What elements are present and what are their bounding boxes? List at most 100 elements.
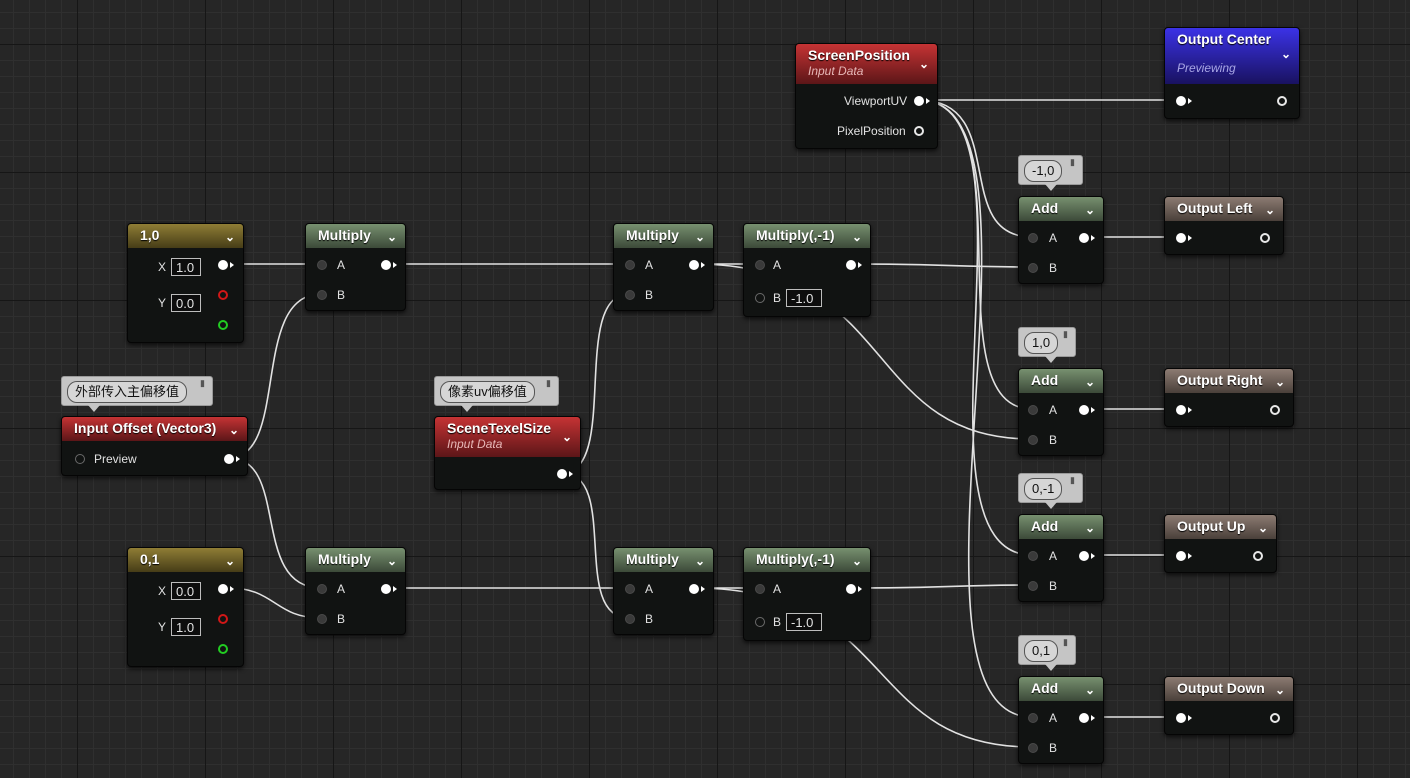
node-header[interactable]: Output Left ⌄ bbox=[1165, 197, 1283, 221]
node-header[interactable]: Multiply ⌄ bbox=[614, 548, 713, 572]
output-pin[interactable] bbox=[1277, 96, 1287, 106]
node-header[interactable]: SceneTexelSize Input Data ⌄ bbox=[435, 417, 580, 457]
output-pin[interactable] bbox=[846, 260, 856, 270]
chevron-down-icon[interactable]: ⌄ bbox=[224, 230, 235, 244]
comment-bubble[interactable]: 0,-1 ▮ bbox=[1018, 473, 1083, 509]
input-pin-b[interactable] bbox=[755, 617, 765, 627]
node-header[interactable]: 1,0 ⌄ bbox=[128, 224, 243, 248]
node-header[interactable]: Output Center Previewing ⌄ bbox=[1165, 28, 1299, 84]
chevron-down-icon[interactable]: ⌄ bbox=[386, 554, 397, 568]
constant2vector-node-0-1[interactable]: 0,1 ⌄ X 0.0 Y 1.0 bbox=[127, 547, 244, 667]
multiply-node[interactable]: Multiply ⌄ A B bbox=[305, 547, 406, 635]
y-value-field[interactable]: 0.0 bbox=[171, 294, 201, 312]
output-pin-g[interactable] bbox=[218, 644, 228, 654]
output-pin[interactable] bbox=[381, 584, 391, 594]
chevron-down-icon[interactable]: ⌄ bbox=[1264, 203, 1275, 217]
input-pin-a[interactable] bbox=[317, 584, 327, 594]
output-pin[interactable] bbox=[1079, 405, 1089, 415]
input-pin-a[interactable] bbox=[317, 260, 327, 270]
output-pin-g[interactable] bbox=[218, 320, 228, 330]
node-header[interactable]: Add ⌄ bbox=[1019, 677, 1103, 701]
x-value-field[interactable]: 0.0 bbox=[171, 582, 201, 600]
output-pin[interactable] bbox=[557, 469, 567, 479]
node-header[interactable]: Add ⌄ bbox=[1019, 197, 1103, 221]
pin-icon[interactable]: ▮ bbox=[1070, 157, 1075, 167]
y-value-field[interactable]: 1.0 bbox=[171, 618, 201, 636]
chevron-down-icon[interactable]: ⌄ bbox=[1274, 683, 1285, 697]
chevron-down-icon[interactable]: ⌄ bbox=[1274, 375, 1285, 389]
add-node[interactable]: Add ⌄ A B bbox=[1018, 196, 1104, 284]
input-pin-b[interactable] bbox=[755, 293, 765, 303]
x-value-field[interactable]: 1.0 bbox=[171, 258, 201, 276]
node-header[interactable]: Add ⌄ bbox=[1019, 369, 1103, 393]
output-pin[interactable] bbox=[1079, 233, 1089, 243]
pin-icon[interactable]: ▮ bbox=[200, 378, 205, 388]
output-center-node[interactable]: Output Center Previewing ⌄ bbox=[1164, 27, 1300, 119]
scene-texel-size-node[interactable]: SceneTexelSize Input Data ⌄ bbox=[434, 416, 581, 490]
pin-icon[interactable]: ▮ bbox=[546, 378, 551, 388]
input-pin-b[interactable] bbox=[1028, 435, 1038, 445]
pin-icon[interactable]: ▮ bbox=[1070, 475, 1075, 485]
b-value-field[interactable]: -1.0 bbox=[786, 613, 822, 631]
input-pin-a[interactable] bbox=[625, 260, 635, 270]
chevron-down-icon[interactable]: ⌄ bbox=[918, 57, 929, 71]
chevron-down-icon[interactable]: ⌄ bbox=[386, 230, 397, 244]
input-pin-b[interactable] bbox=[317, 290, 327, 300]
add-node[interactable]: Add ⌄ A B bbox=[1018, 514, 1104, 602]
input-pin-b[interactable] bbox=[1028, 581, 1038, 591]
chevron-down-icon[interactable]: ⌄ bbox=[561, 430, 572, 444]
chevron-down-icon[interactable]: ⌄ bbox=[1084, 521, 1095, 535]
chevron-down-icon[interactable]: ⌄ bbox=[1257, 521, 1268, 535]
input-pin[interactable] bbox=[1176, 713, 1186, 723]
input-pin[interactable] bbox=[1176, 551, 1186, 561]
input-pin[interactable] bbox=[1176, 405, 1186, 415]
output-pin[interactable] bbox=[381, 260, 391, 270]
input-pin-b[interactable] bbox=[317, 614, 327, 624]
chevron-down-icon[interactable]: ⌄ bbox=[694, 554, 705, 568]
output-pin-r[interactable] bbox=[218, 614, 228, 624]
output-pin[interactable] bbox=[1079, 713, 1089, 723]
output-pin[interactable] bbox=[689, 260, 699, 270]
input-pin-b[interactable] bbox=[1028, 743, 1038, 753]
chevron-down-icon[interactable]: ⌄ bbox=[1084, 203, 1095, 217]
screen-position-node[interactable]: ScreenPosition Input Data ⌄ ViewportUV P… bbox=[795, 43, 938, 149]
input-offset-node[interactable]: Input Offset (Vector3) ⌄ Preview bbox=[61, 416, 248, 476]
node-header[interactable]: Input Offset (Vector3) ⌄ bbox=[62, 417, 247, 441]
add-node[interactable]: Add ⌄ A B bbox=[1018, 676, 1104, 764]
multiply-node[interactable]: Multiply ⌄ A B bbox=[613, 223, 714, 311]
node-header[interactable]: 0,1 ⌄ bbox=[128, 548, 243, 572]
multiply-negate-node[interactable]: Multiply(,-1) ⌄ A B -1.0 bbox=[743, 547, 871, 641]
node-header[interactable]: Output Down ⌄ bbox=[1165, 677, 1293, 701]
output-pin[interactable] bbox=[218, 260, 228, 270]
input-pin-a[interactable] bbox=[755, 260, 765, 270]
node-header[interactable]: ScreenPosition Input Data ⌄ bbox=[796, 44, 937, 84]
pin-icon[interactable]: ▮ bbox=[1063, 637, 1068, 647]
output-pin[interactable] bbox=[1260, 233, 1270, 243]
node-header[interactable]: Output Right ⌄ bbox=[1165, 369, 1293, 393]
chevron-down-icon[interactable]: ⌄ bbox=[851, 554, 862, 568]
chevron-down-icon[interactable]: ⌄ bbox=[1084, 683, 1095, 697]
output-pin[interactable] bbox=[1253, 551, 1263, 561]
chevron-down-icon[interactable]: ⌄ bbox=[1280, 47, 1291, 61]
chevron-down-icon[interactable]: ⌄ bbox=[694, 230, 705, 244]
input-pin-a[interactable] bbox=[755, 584, 765, 594]
b-value-field[interactable]: -1.0 bbox=[786, 289, 822, 307]
node-header[interactable]: Add ⌄ bbox=[1019, 515, 1103, 539]
comment-bubble[interactable]: 0,1 ▮ bbox=[1018, 635, 1076, 671]
pixelposition-output-pin[interactable] bbox=[914, 126, 924, 136]
input-pin-b[interactable] bbox=[625, 614, 635, 624]
output-pin[interactable] bbox=[1270, 405, 1280, 415]
input-pin-a[interactable] bbox=[1028, 551, 1038, 561]
comment-bubble[interactable]: -1,0 ▮ bbox=[1018, 155, 1083, 191]
input-pin[interactable] bbox=[1176, 233, 1186, 243]
output-up-node[interactable]: Output Up ⌄ bbox=[1164, 514, 1277, 573]
preview-pin[interactable] bbox=[75, 454, 85, 464]
input-pin-a[interactable] bbox=[1028, 233, 1038, 243]
comment-bubble[interactable]: 像素uv偏移值 ▮ bbox=[434, 376, 559, 412]
output-pin[interactable] bbox=[218, 584, 228, 594]
input-pin-a[interactable] bbox=[1028, 713, 1038, 723]
node-header[interactable]: Multiply ⌄ bbox=[306, 548, 405, 572]
chevron-down-icon[interactable]: ⌄ bbox=[851, 230, 862, 244]
output-pin[interactable] bbox=[1079, 551, 1089, 561]
viewportuv-output-pin[interactable] bbox=[914, 96, 924, 106]
